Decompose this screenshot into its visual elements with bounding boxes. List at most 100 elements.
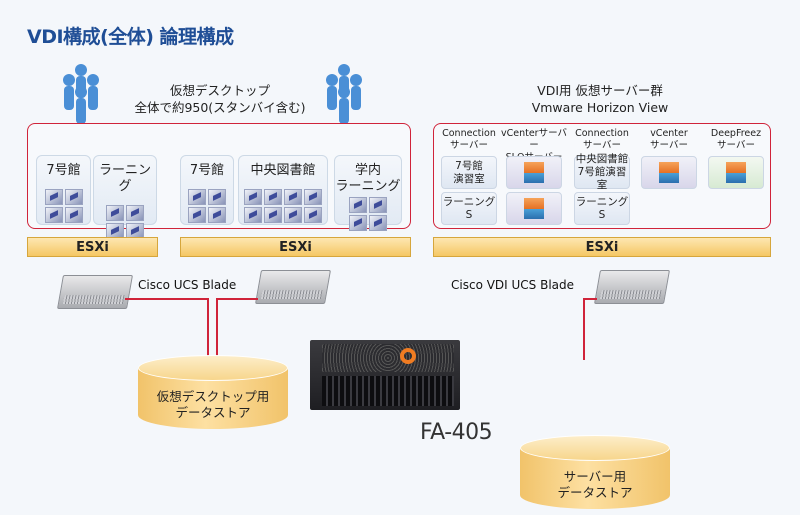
drive-bays — [322, 376, 454, 406]
cylinder-top — [138, 355, 288, 381]
header-line: サーバー — [717, 140, 755, 151]
cylinder-top — [520, 435, 670, 461]
virtual-desktop-icon — [369, 197, 387, 213]
vm-group — [241, 189, 325, 223]
header-line: DeepFreez — [710, 128, 762, 139]
pool-label-line: ラーニング — [98, 163, 151, 194]
page-title: VDI構成(全体) 論理構成 — [27, 26, 234, 48]
virtual-desktop-icon — [44, 189, 63, 205]
pool-label: 学内ラーニング — [335, 163, 401, 195]
header-line: サーバー — [650, 140, 688, 151]
vm-group — [348, 197, 388, 231]
virtual-desktop-icon — [188, 207, 206, 223]
pool-label-line: 7号館 — [189, 163, 225, 178]
virtual-desktop-icon — [244, 189, 262, 205]
virtual-desktop-icon — [304, 207, 322, 223]
datastore-desktop: 仮想デスクトップ用データストア — [138, 355, 288, 435]
blade-server-icon — [57, 275, 133, 309]
vm-cube-icon — [659, 161, 679, 184]
esxi-bar: ESXi — [180, 237, 411, 257]
label-line: 仮想デスクトップ用 — [156, 389, 270, 404]
virtual-desktop-icon — [264, 207, 282, 223]
pure-logo-icon — [400, 348, 416, 364]
vm-cube-icon — [524, 197, 544, 220]
header-line: vCenterサーバー — [500, 128, 567, 151]
server-box-text: 7号館演習室 — [577, 166, 627, 191]
virtual-desktop-icon — [284, 207, 302, 223]
virtual-desktop-icon — [264, 189, 282, 205]
datastore-label: 仮想デスクトップ用データストア — [138, 389, 288, 421]
pool-label-line: 7号館 — [46, 163, 81, 178]
virtual-desktop-icon — [126, 205, 144, 221]
server-box — [506, 192, 562, 225]
blade-left-label: Cisco UCS Blade — [138, 278, 237, 292]
label-line: データストア — [175, 405, 251, 420]
server-box-text: ラーニング — [442, 195, 496, 208]
server-box-text: S — [598, 208, 606, 221]
connector-line — [583, 298, 597, 300]
blade-server-icon — [255, 270, 331, 304]
server-box: 7号館演習室 — [441, 156, 497, 189]
connector-line — [207, 298, 209, 360]
array-grill — [322, 344, 454, 372]
vm-group — [44, 189, 84, 223]
virtual-desktop-icon — [349, 197, 367, 213]
desktop-caption: 仮想デスクトップ 全体で約950(スタンバイ含む) — [120, 82, 320, 116]
virtual-desktop-icon — [349, 215, 367, 231]
storage-model-label: FA-405 — [420, 420, 493, 445]
connector-line — [583, 298, 585, 360]
header-line: サーバー — [450, 140, 488, 151]
users-group-icon — [326, 64, 362, 124]
virtual-desktop-icon — [64, 189, 83, 205]
desktop-pool: 7号館 — [180, 155, 234, 225]
desktop-pool: 学内ラーニング — [334, 155, 402, 231]
virtual-desktop-icon — [304, 189, 322, 205]
pool-label-line: 学内 — [354, 163, 381, 178]
caption-line: Vmware Horizon View — [531, 100, 669, 115]
label-line: データストア — [557, 485, 633, 500]
header-line: Connection — [442, 128, 496, 139]
header-line: サーバー — [583, 140, 621, 151]
desktop-pool: 中央図書館 — [238, 155, 328, 225]
server-box — [641, 156, 697, 189]
vm-cube-icon — [524, 161, 544, 184]
blade-server-icon — [594, 270, 670, 304]
virtual-desktop-icon — [284, 189, 302, 205]
virtual-desktop-icon — [64, 207, 83, 223]
pool-label: ラーニング — [94, 163, 156, 195]
blade-right-label: Cisco VDI UCS Blade — [451, 278, 575, 292]
server-box-text: 7号館 — [455, 159, 483, 172]
server-box — [708, 156, 764, 189]
server-box-text: 演習室 — [453, 172, 485, 185]
esxi-bar: ESXi — [27, 237, 158, 257]
label-line: サーバー用 — [563, 469, 627, 484]
pool-label: 7号館 — [181, 163, 233, 179]
pool-label: 7号館 — [37, 163, 90, 179]
pool-label-line: 中央図書館 — [250, 163, 316, 178]
connector-line — [216, 298, 258, 300]
server-box — [506, 156, 562, 189]
virtual-desktop-icon — [188, 189, 206, 205]
pool-label: 中央図書館 — [239, 163, 327, 179]
caption-line: 仮想デスクトップ — [169, 83, 270, 98]
virtual-desktop-icon — [208, 207, 226, 223]
flash-array-image — [310, 340, 460, 410]
virtual-desktop-icon — [44, 207, 63, 223]
caption-line: VDI用 仮想サーバー群 — [537, 83, 663, 98]
caption-line: 全体で約950(スタンバイ含む) — [134, 100, 306, 115]
server-box-text: 中央図書館 — [575, 153, 629, 165]
connector-line — [216, 298, 218, 360]
virtual-desktop-icon — [244, 207, 262, 223]
vm-cube-icon — [726, 161, 746, 184]
header-line: vCenter — [650, 128, 688, 139]
vm-group — [187, 189, 227, 223]
desktop-pool: ラーニング — [93, 155, 157, 239]
virtual-desktop-icon — [106, 205, 124, 221]
